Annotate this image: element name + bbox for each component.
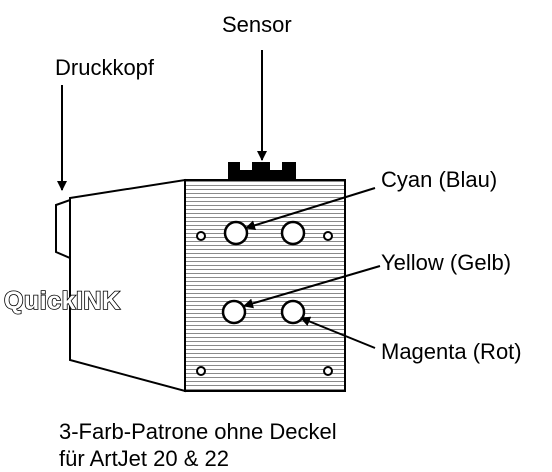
yellow-arrow: [243, 265, 381, 309]
yellow-label: Yellow (Gelb): [381, 250, 512, 275]
sensor-block: [228, 162, 296, 180]
unlabeled-port: [280, 220, 306, 246]
cartridge-side: [69, 178, 186, 393]
magenta-arrow: [300, 316, 376, 349]
cartridge-front: [184, 179, 346, 392]
small-hole: [323, 366, 333, 376]
quickink-logo: QuickINK: [4, 287, 121, 315]
caption-line-2: für ArtJet 20 & 22: [59, 446, 229, 471]
caption-line-1: 3-Farb-Patrone ohne Deckel: [59, 419, 337, 444]
magenta-port: [280, 299, 306, 325]
sensor-label: Sensor: [222, 12, 292, 37]
cyan-arrow: [245, 187, 376, 231]
yellow-port: [221, 299, 247, 325]
druckkopf-label: Druckkopf: [55, 55, 155, 80]
caption: 3-Farb-Patrone ohne Deckel für ArtJet 20…: [59, 418, 337, 472]
small-hole: [196, 366, 206, 376]
small-hole: [323, 231, 333, 241]
small-hole: [196, 231, 206, 241]
magenta-label: Magenta (Rot): [381, 339, 522, 364]
cyan-label: Cyan (Blau): [381, 167, 498, 192]
cyan-port: [223, 220, 249, 246]
printhead-nose: [55, 198, 71, 260]
